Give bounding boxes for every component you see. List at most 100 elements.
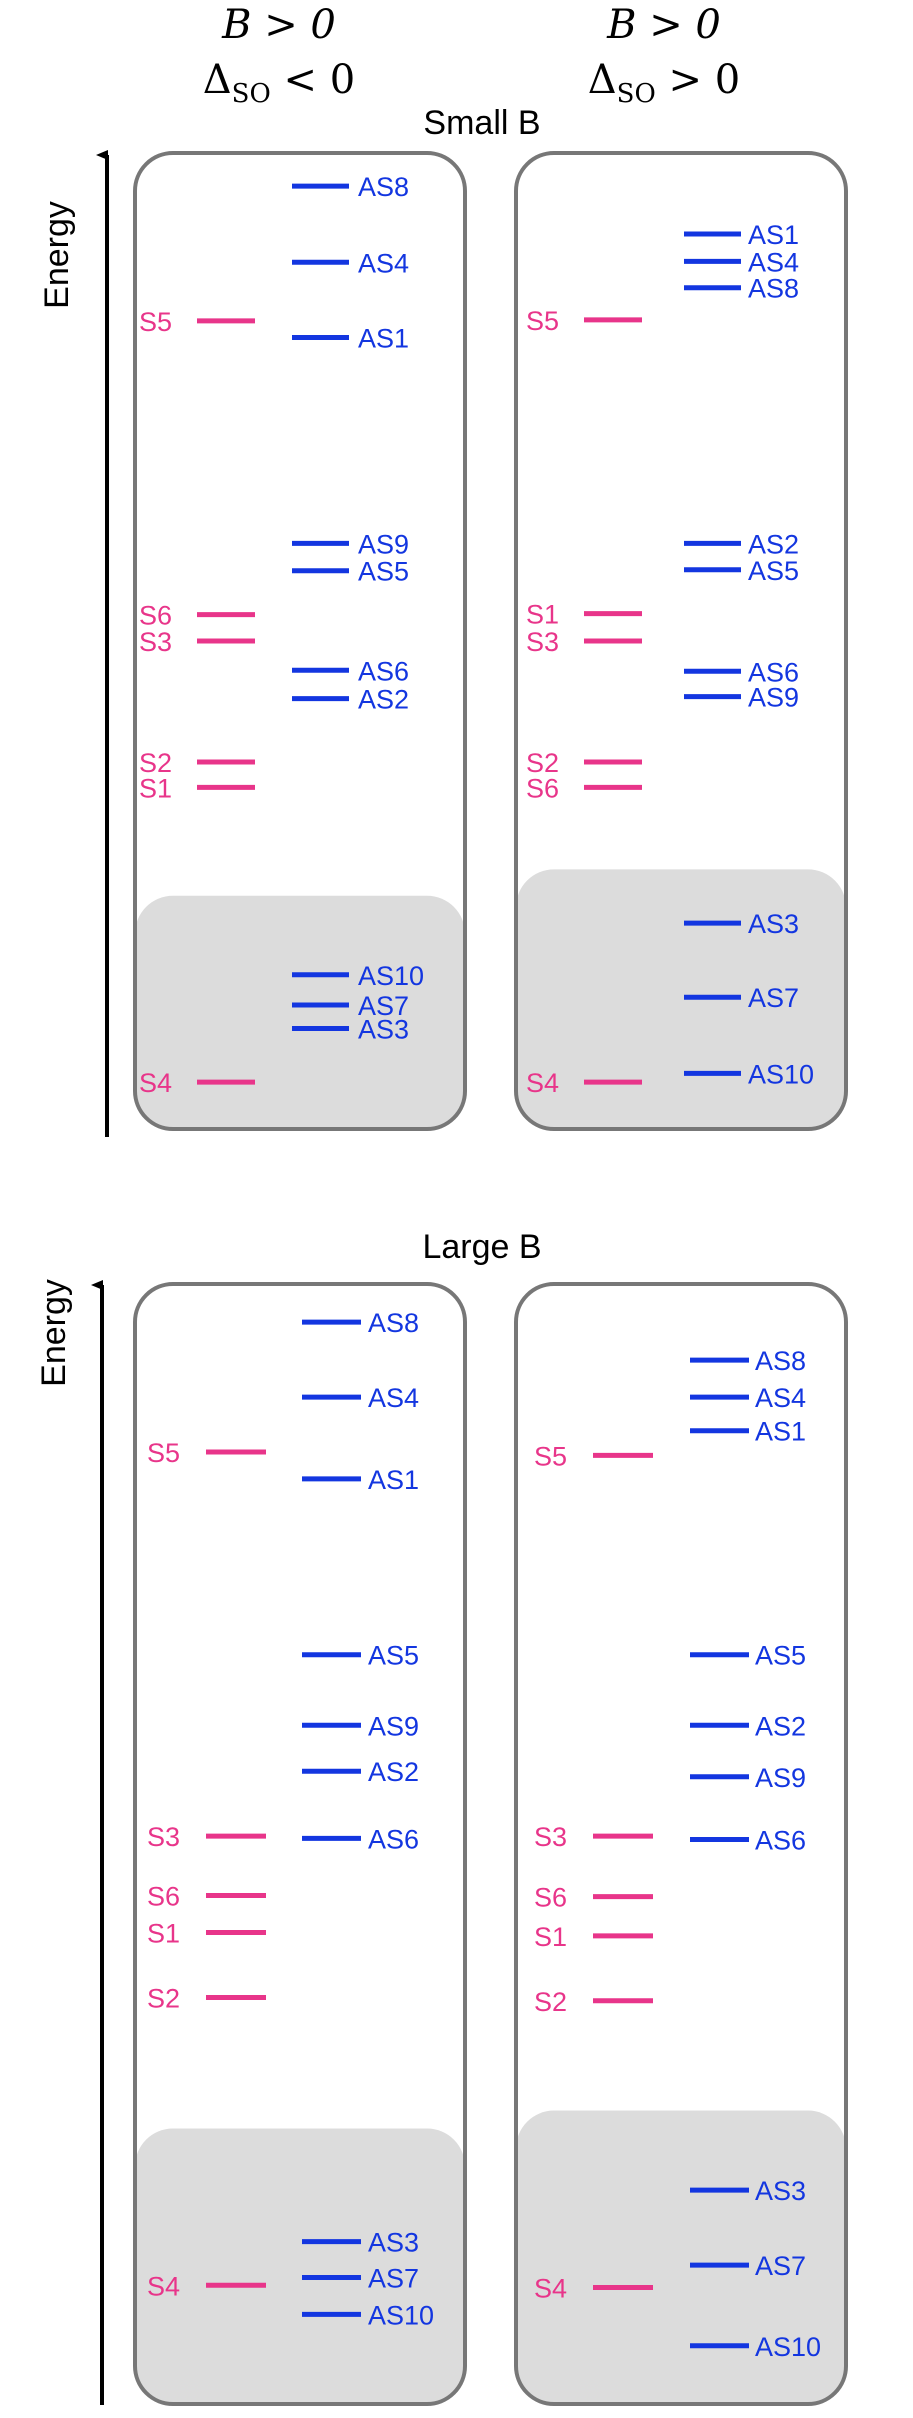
header-left-line2: ΔSO < 0: [203, 57, 355, 109]
singlet-level-s2: S2: [534, 1987, 653, 2017]
antisinglet-level-as7: AS7: [690, 2251, 806, 2281]
antisinglet-level-as10: AS10: [292, 961, 424, 991]
level-label: AS1: [748, 220, 799, 250]
level-label: AS1: [755, 1417, 806, 1447]
singlet-level-s6: S6: [147, 1882, 266, 1912]
antisinglet-level-as10: AS10: [690, 2332, 821, 2362]
singlet-level-s4: S4: [526, 1068, 642, 1098]
level-label: S1: [147, 1918, 180, 1948]
level-label: S6: [526, 773, 559, 803]
singlet-level-s5: S5: [139, 307, 255, 337]
energy-axis-label: Energy: [38, 201, 76, 309]
panel-frame: [133, 151, 467, 1131]
level-label: AS3: [358, 1014, 409, 1044]
header-right-line1: B > 0: [606, 2, 721, 48]
level-label: S1: [526, 600, 559, 630]
antisinglet-level-as6: AS6: [684, 657, 799, 687]
singlet-level-s4: S4: [139, 1068, 255, 1098]
singlet-level-s1: S1: [526, 600, 642, 630]
level-label: AS10: [368, 2300, 434, 2330]
level-label: AS7: [368, 2263, 419, 2293]
antisinglet-level-as3: AS3: [690, 2176, 806, 2206]
singlet-level-s3: S3: [139, 627, 255, 657]
level-label: AS8: [358, 172, 409, 202]
antisinglet-level-as9: AS9: [690, 1763, 806, 1793]
singlet-level-s6: S6: [534, 1883, 653, 1913]
level-label: AS10: [755, 2332, 821, 2362]
level-label: S1: [139, 773, 172, 803]
antisinglet-level-as5: AS5: [690, 1641, 806, 1671]
level-label: S3: [139, 627, 172, 657]
antisinglet-level-as10: AS10: [302, 2300, 434, 2330]
antisinglet-level-as5: AS5: [684, 556, 799, 586]
singlet-level-s1: S1: [147, 1918, 266, 1948]
level-label: S2: [526, 748, 559, 778]
panel-small-b-positive-so: S5S1S3S2S6S4AS1AS4AS8AS2AS5AS6AS9AS3AS7A…: [514, 151, 848, 1131]
header-left-line1: B > 0: [221, 2, 336, 48]
header-right-line2: ΔSO > 0: [588, 57, 740, 109]
level-label: S6: [534, 1883, 567, 1913]
level-label: AS9: [748, 683, 799, 713]
level-label: AS6: [755, 1826, 806, 1856]
antisinglet-level-as10: AS10: [684, 1059, 814, 1089]
energy-axis-label: Energy: [35, 1279, 73, 1387]
level-label: AS1: [368, 1465, 419, 1495]
level-label: S2: [534, 1987, 567, 2017]
antisinglet-level-as2: AS2: [690, 1711, 806, 1741]
column-header-right: B > 0 ΔSO > 0: [588, 2, 740, 109]
level-label: AS3: [368, 2228, 419, 2258]
section-title-large-b: Large B: [422, 1228, 541, 1266]
level-label: S4: [526, 1068, 559, 1098]
level-label: AS6: [368, 1824, 419, 1854]
antisinglet-level-as4: AS4: [690, 1383, 806, 1413]
antisinglet-level-as3: AS3: [302, 2228, 419, 2258]
level-label: AS2: [755, 1711, 806, 1741]
singlet-level-s2: S2: [139, 748, 255, 778]
antisinglet-level-as1: AS1: [302, 1465, 419, 1495]
panel-small-b-negative-so: S5S6S3S2S1S4AS8AS4AS1AS9AS5AS6AS2AS10AS7…: [133, 151, 467, 1131]
antisinglet-level-as8: AS8: [684, 274, 799, 304]
level-label: S5: [139, 307, 172, 337]
level-label: AS4: [358, 248, 409, 278]
singlet-level-s6: S6: [526, 773, 642, 803]
level-label: AS3: [755, 2176, 806, 2206]
antisinglet-level-as2: AS2: [684, 529, 799, 559]
antisinglet-level-as8: AS8: [302, 1308, 419, 1338]
antisinglet-level-as6: AS6: [302, 1824, 419, 1854]
antisinglet-level-as4: AS4: [292, 248, 409, 278]
singlet-level-s3: S3: [526, 627, 642, 657]
antisinglet-level-as2: AS2: [292, 685, 409, 715]
singlet-level-s6: S6: [139, 601, 255, 631]
antisinglet-level-as2: AS2: [302, 1757, 419, 1787]
level-label: S5: [526, 306, 559, 336]
level-label: AS2: [748, 529, 799, 559]
level-label: AS9: [358, 529, 409, 559]
antisinglet-level-as6: AS6: [292, 656, 409, 686]
antisinglet-level-as9: AS9: [302, 1711, 419, 1741]
level-label: AS10: [358, 961, 424, 991]
level-label: S5: [534, 1441, 567, 1471]
level-label: AS8: [748, 274, 799, 304]
panel-frame: [514, 151, 848, 1131]
panel-frame: [133, 1282, 467, 2406]
antisinglet-level-as1: AS1: [690, 1417, 806, 1447]
level-label: AS10: [748, 1059, 814, 1089]
low-energy-region: [516, 2110, 846, 2404]
antisinglet-level-as1: AS1: [684, 220, 799, 250]
antisinglet-level-as7: AS7: [292, 991, 409, 1021]
level-label: AS7: [358, 991, 409, 1021]
level-label: AS8: [368, 1308, 419, 1338]
level-label: AS5: [358, 557, 409, 587]
level-label: AS2: [358, 685, 409, 715]
level-label: AS4: [748, 247, 799, 277]
level-label: AS5: [368, 1641, 419, 1671]
panel-frame: [514, 1282, 848, 2406]
level-label: S6: [139, 601, 172, 631]
singlet-level-s2: S2: [526, 748, 642, 778]
antisinglet-level-as7: AS7: [684, 983, 799, 1013]
singlet-level-s3: S3: [147, 1822, 266, 1852]
level-label: S5: [147, 1438, 180, 1468]
energy-axis-bottom: Energy: [35, 1279, 104, 2405]
level-label: S6: [147, 1882, 180, 1912]
singlet-level-s2: S2: [147, 1983, 266, 2013]
